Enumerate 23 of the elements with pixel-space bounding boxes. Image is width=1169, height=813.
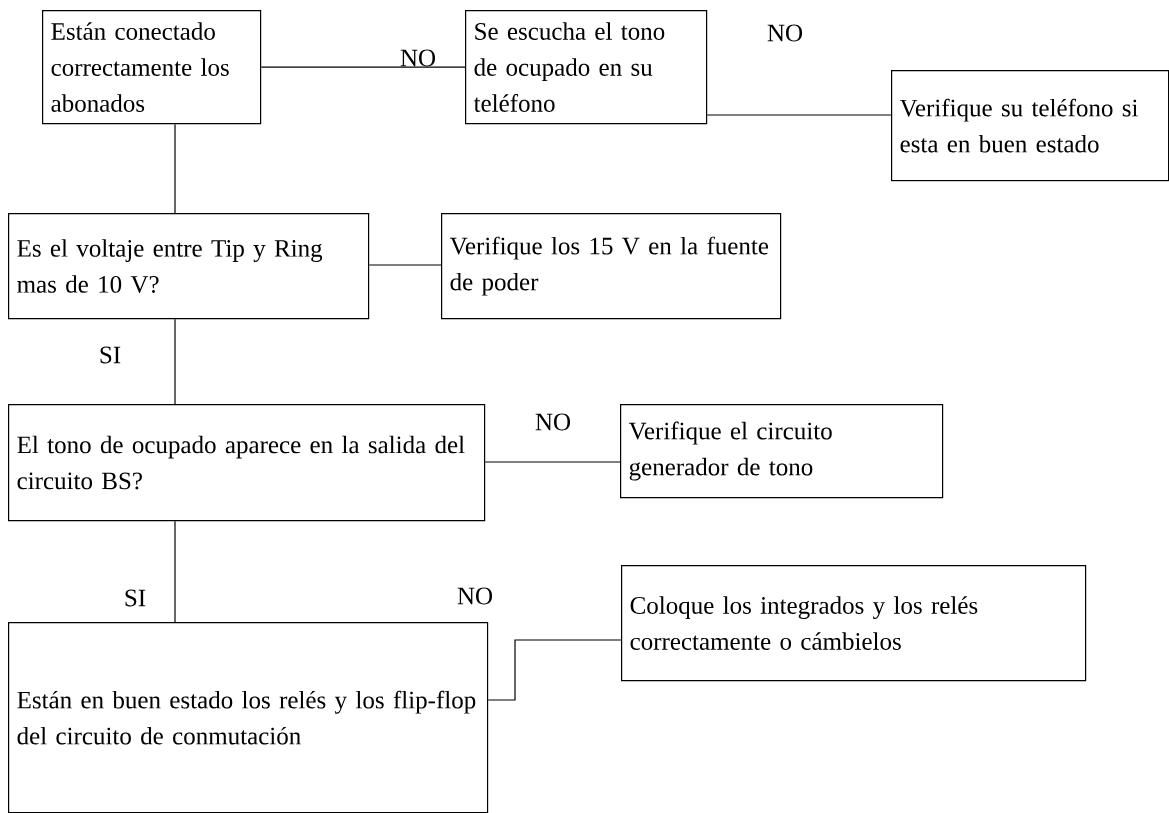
process-box: Verifique el circuito generador de tono bbox=[620, 404, 944, 499]
connector-line bbox=[174, 123, 176, 214]
process-box: Están conectado correctamente los abonados bbox=[42, 10, 262, 125]
edge-label: NO bbox=[400, 49, 436, 67]
process-box: Se escucha el tono de ocupado en su teléfono bbox=[465, 10, 708, 125]
connector-line bbox=[484, 461, 621, 463]
connector-line bbox=[487, 639, 622, 701]
connector-line bbox=[174, 318, 176, 405]
process-box: Coloque los integrados y los relés correctamente o cámbielos bbox=[621, 565, 1087, 682]
edge-label: NO bbox=[767, 24, 803, 42]
process-box: Verifique su teléfono si esta en buen estado bbox=[891, 70, 1169, 182]
connector-line bbox=[260, 66, 466, 68]
process-box: Verifique los 15 V en la fuente de poder bbox=[441, 213, 782, 320]
process-box: Están en buen estado los relés y los flip-flop del circuito de conmutación bbox=[8, 622, 489, 813]
connector-line bbox=[174, 520, 176, 623]
process-box: El tono de ocupado aparece en la salida del circuito BS? bbox=[8, 404, 486, 522]
edge-label: NO bbox=[457, 587, 493, 605]
connector-line bbox=[368, 264, 442, 266]
process-box: Es el voltaje entre Tip y Ring mas de 10 V? bbox=[8, 213, 370, 320]
edge-label: SI bbox=[125, 589, 146, 607]
connector-line bbox=[706, 114, 892, 116]
edge-label: SI bbox=[100, 346, 121, 364]
edge-label: NO bbox=[535, 413, 571, 431]
